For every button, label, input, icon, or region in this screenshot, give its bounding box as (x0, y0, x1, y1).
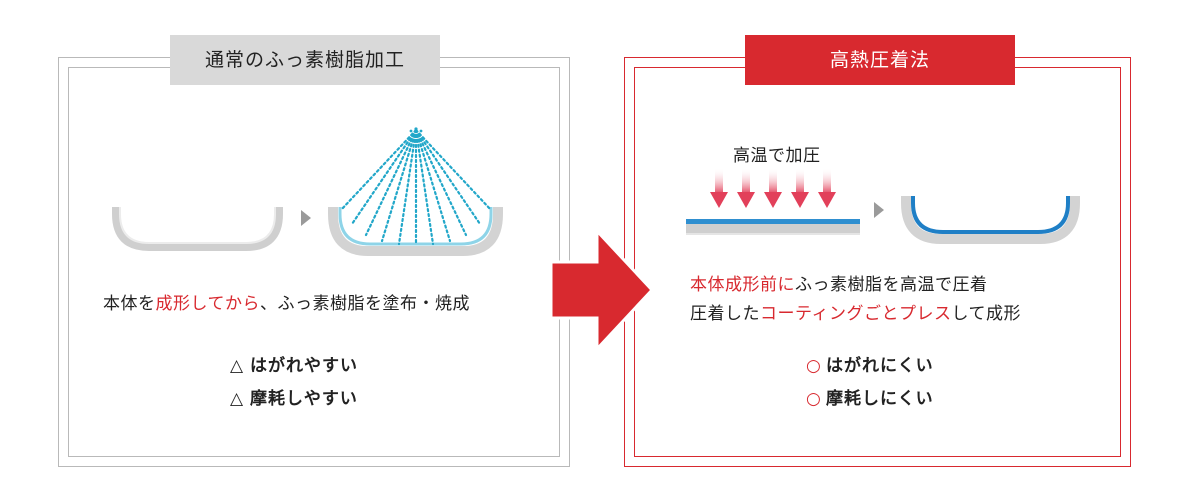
left-description-part: 本体を (103, 294, 156, 314)
spray-nozzle-dots (409, 127, 423, 133)
coated-sheet-base (686, 224, 860, 233)
circle-mark: ○ (806, 389, 822, 409)
pressure-arrow (737, 168, 755, 208)
pressed-pan-coating (911, 196, 1070, 234)
left-result-1: △はがれやすい (230, 351, 358, 376)
uncoated-pan-inner-highlight (119, 207, 276, 244)
pressure-arrow (710, 168, 728, 208)
right-result-text: 摩耗しにくい (826, 389, 934, 409)
pressed-pan-shape (901, 196, 1080, 244)
triangle-mark: △ (230, 356, 245, 376)
left-result-text: はがれやすい (250, 356, 358, 376)
coated-pan-shape (328, 207, 503, 256)
right-result-text: はがれにくい (826, 356, 934, 376)
right-description-highlight: コーティングごとプレス (760, 304, 952, 324)
coated-sheet-shadow (686, 233, 860, 235)
pressure-arrow (764, 168, 782, 208)
pressure-arrows (710, 168, 836, 208)
circle-mark: ○ (806, 356, 822, 376)
uncoated-pan-shape (112, 207, 283, 251)
right-description-part: ふっ素樹脂を高温で圧着 (795, 275, 988, 295)
right-result-1: ○はがれにくい (806, 351, 934, 376)
left-result-text: 摩耗しやすい (250, 389, 358, 409)
right-description-line-2: 圧着したコーティングごとプレスして成形 (690, 299, 1021, 324)
right-description-highlight: 本体成形前に (690, 275, 795, 295)
coated-sheet-coating (686, 219, 860, 224)
left-description: 本体を成形してから、ふっ素樹脂を塗布・焼成 (103, 289, 470, 314)
heat-press-label: 高温で加圧 (733, 146, 821, 166)
pressure-arrow (818, 168, 836, 208)
right-panel-title: 高熱圧着法 (745, 35, 1015, 85)
right-description-part: 圧着した (690, 304, 760, 324)
left-panel-title: 通常のふっ素樹脂加工 (170, 35, 440, 85)
right-description-line-1: 本体成形前にふっ素樹脂を高温で圧着 (690, 270, 988, 295)
spray-rays (339, 128, 493, 246)
triangle-mark: △ (230, 389, 245, 409)
coated-pan-coating (338, 207, 493, 246)
left-result-2: △摩耗しやすい (230, 384, 358, 409)
pressure-arrow (791, 168, 809, 208)
right-description-part: して成形 (951, 304, 1021, 324)
left-description-highlight: 成形してから (155, 294, 260, 314)
left-description-part: 、ふっ素樹脂を塗布・焼成 (260, 294, 470, 314)
gray-step-arrow-right (874, 202, 884, 218)
gray-step-arrow (301, 210, 311, 226)
right-result-2: ○摩耗しにくい (806, 384, 934, 409)
